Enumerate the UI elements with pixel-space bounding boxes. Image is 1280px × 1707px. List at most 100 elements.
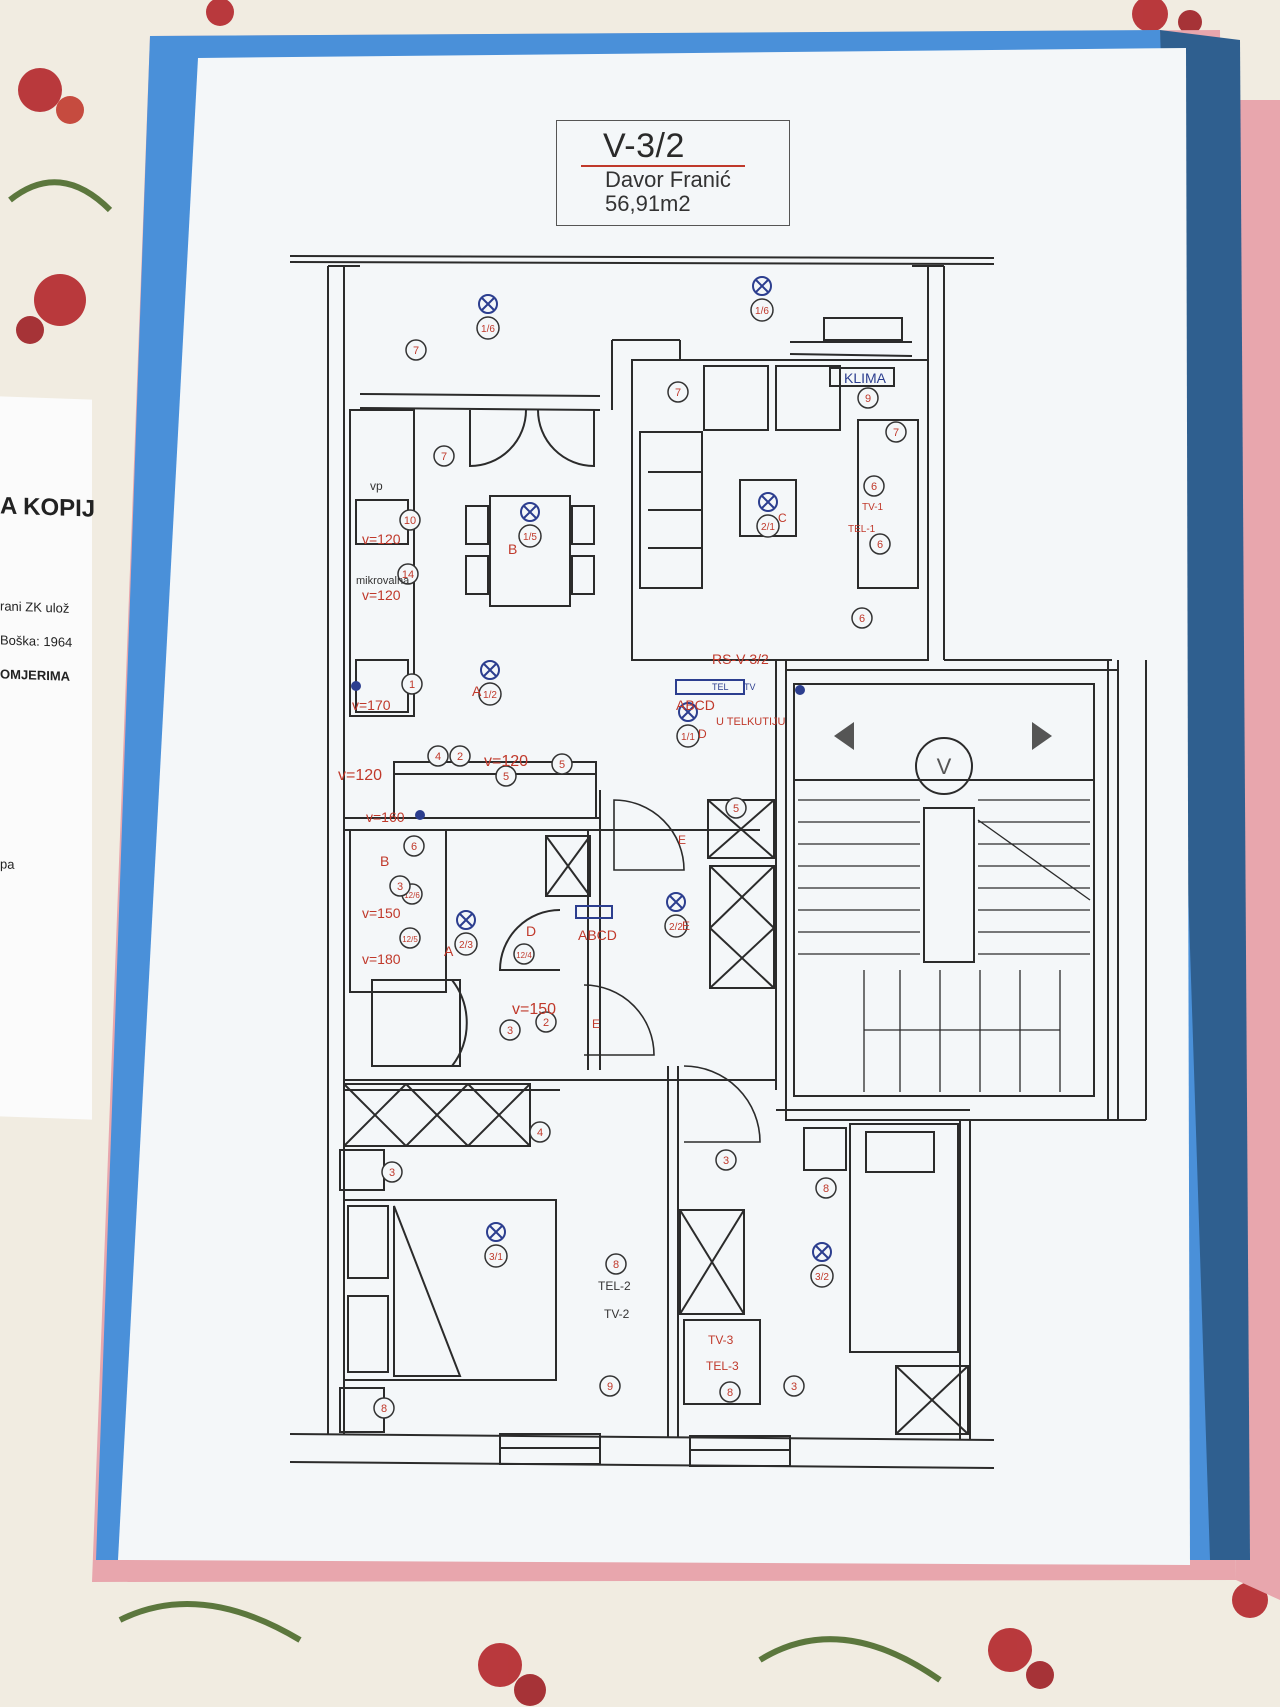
socket-code: 6 — [877, 539, 883, 551]
light-fixture-marker: 1/6 — [750, 276, 774, 322]
socket-marker: 1 — [401, 673, 423, 695]
side-document-line: OMJERIMA — [0, 666, 71, 684]
socket-code: 5 — [559, 759, 565, 771]
tel-box-label: TEL — [712, 682, 729, 692]
socket-marker: 3 — [783, 1375, 805, 1397]
stair-arrow-left — [834, 722, 854, 750]
height-label: v=160 — [366, 809, 405, 825]
socket-marker: 8 — [815, 1177, 837, 1199]
socket-letter: D — [698, 727, 707, 741]
light-code: 2/1 — [761, 522, 775, 533]
socket-code: 3 — [791, 1381, 797, 1393]
socket-marker: 8 — [719, 1381, 741, 1403]
height-label: v=150 — [512, 1001, 556, 1018]
light-code: 1/6 — [755, 306, 769, 317]
height-label: v=120 — [484, 753, 528, 770]
socket-letter: B — [508, 541, 517, 557]
socket-letter: C — [778, 511, 787, 525]
socket-code: 10 — [404, 515, 416, 527]
socket-code: 12/4 — [516, 951, 532, 960]
socket-marker: 8 — [373, 1397, 395, 1419]
socket-marker: 9 — [857, 387, 879, 409]
socket-code: 2 — [543, 1017, 549, 1029]
light-code: 2/2 — [669, 922, 683, 933]
mikrovalna-label: mikrovalna — [356, 575, 410, 587]
light-code: 3/1 — [489, 1252, 503, 1263]
socket-letter: E — [678, 833, 686, 847]
plan-title-block: V-3/2 Davor Franić 56,91m2 — [556, 120, 790, 226]
socket-letter: A — [472, 683, 482, 699]
socket-code: 6 — [411, 841, 417, 853]
light-fixture-marker: 3/1 — [484, 1222, 508, 1268]
tv-box-label: TV — [744, 682, 756, 692]
socket-marker: 3 — [499, 1019, 521, 1041]
socket-code: 8 — [727, 1387, 733, 1399]
socket-letter: E — [682, 919, 690, 933]
rs-label: RS-V-3/2 — [712, 651, 769, 667]
socket-marker: 9 — [599, 1375, 621, 1397]
stair-arrow-right — [1032, 722, 1052, 750]
abcd-label: ABCD — [676, 697, 715, 713]
socket-code: 3 — [723, 1155, 729, 1167]
tv3-label: TV-3 — [708, 1333, 734, 1347]
socket-marker: 7 — [405, 339, 427, 361]
height-label: v=180 — [362, 951, 401, 967]
socket-marker: 6 — [863, 475, 885, 497]
socket-letter: A — [444, 943, 454, 959]
light-code: 1/2 — [483, 690, 497, 701]
telkutiju-label: U TELKUTIJU — [716, 716, 786, 728]
height-label: v=120 — [338, 767, 382, 784]
light-fixture-marker: 2/2 — [664, 892, 688, 938]
socket-code: 6 — [871, 481, 877, 493]
socket-code: 12/6 — [404, 891, 420, 900]
socket-letter: E — [592, 1017, 600, 1031]
socket-marker: 14 — [397, 563, 419, 585]
socket-marker: 4 — [427, 745, 449, 767]
side-document-heading: A KOPIJ — [0, 492, 96, 523]
light-code: 2/3 — [459, 940, 473, 951]
floor-plan-paper — [118, 48, 1190, 1565]
light-fixture-marker: 2/3 — [454, 910, 478, 956]
height-label: v=170 — [352, 697, 391, 713]
tel1-label: TEL-1 — [848, 524, 876, 535]
socket-code: 12/5 — [402, 935, 418, 944]
socket-marker: 3 — [381, 1161, 403, 1183]
tel2-label: TEL-2 — [598, 1279, 631, 1293]
tel3-label: TEL-3 — [706, 1359, 739, 1373]
socket-letter: B — [380, 853, 389, 869]
side-document-line: rani ZK ulož — [0, 598, 70, 616]
socket-marker: 7 — [667, 381, 689, 403]
socket-marker: 7 — [885, 421, 907, 443]
socket-code: 6 — [859, 613, 865, 625]
socket-marker: 5 — [551, 753, 573, 775]
socket-code: 7 — [441, 451, 447, 463]
floor-plan — [289, 255, 1147, 1469]
light-code: 3/2 — [815, 1272, 829, 1283]
socket-code: 7 — [893, 427, 899, 439]
socket-marker: 2 — [535, 1011, 557, 1033]
socket-marker: 12/5 — [399, 927, 421, 949]
light-markers: 1/61/61/52/11/21/12/32/23/13/2 — [454, 276, 834, 1288]
socket-code: 5 — [733, 803, 739, 815]
light-fixture-marker: 2/1 — [756, 492, 780, 538]
plan-code: V-3/2 — [603, 127, 685, 165]
abcd-label: ABCD — [578, 927, 617, 943]
socket-code: 3 — [397, 881, 403, 893]
light-code: 1/1 — [681, 732, 695, 743]
socket-code: 8 — [381, 1403, 387, 1415]
tv2-label: TV-2 — [604, 1307, 630, 1321]
socket-marker: 6 — [869, 533, 891, 555]
vp-label: vp — [370, 479, 383, 493]
socket-marker: 3 — [715, 1149, 737, 1171]
tablecloth-pattern — [8, 0, 1268, 1706]
light-fixture-marker: 1/1 — [676, 702, 700, 748]
side-document-line: pa — [0, 856, 15, 872]
socket-code: 3 — [507, 1025, 513, 1037]
socket-marker: 5 — [495, 765, 517, 787]
socket-marker: 4 — [529, 1121, 551, 1143]
socket-code: 9 — [607, 1381, 613, 1393]
title-underline — [581, 165, 745, 167]
socket-code: 14 — [402, 569, 414, 581]
